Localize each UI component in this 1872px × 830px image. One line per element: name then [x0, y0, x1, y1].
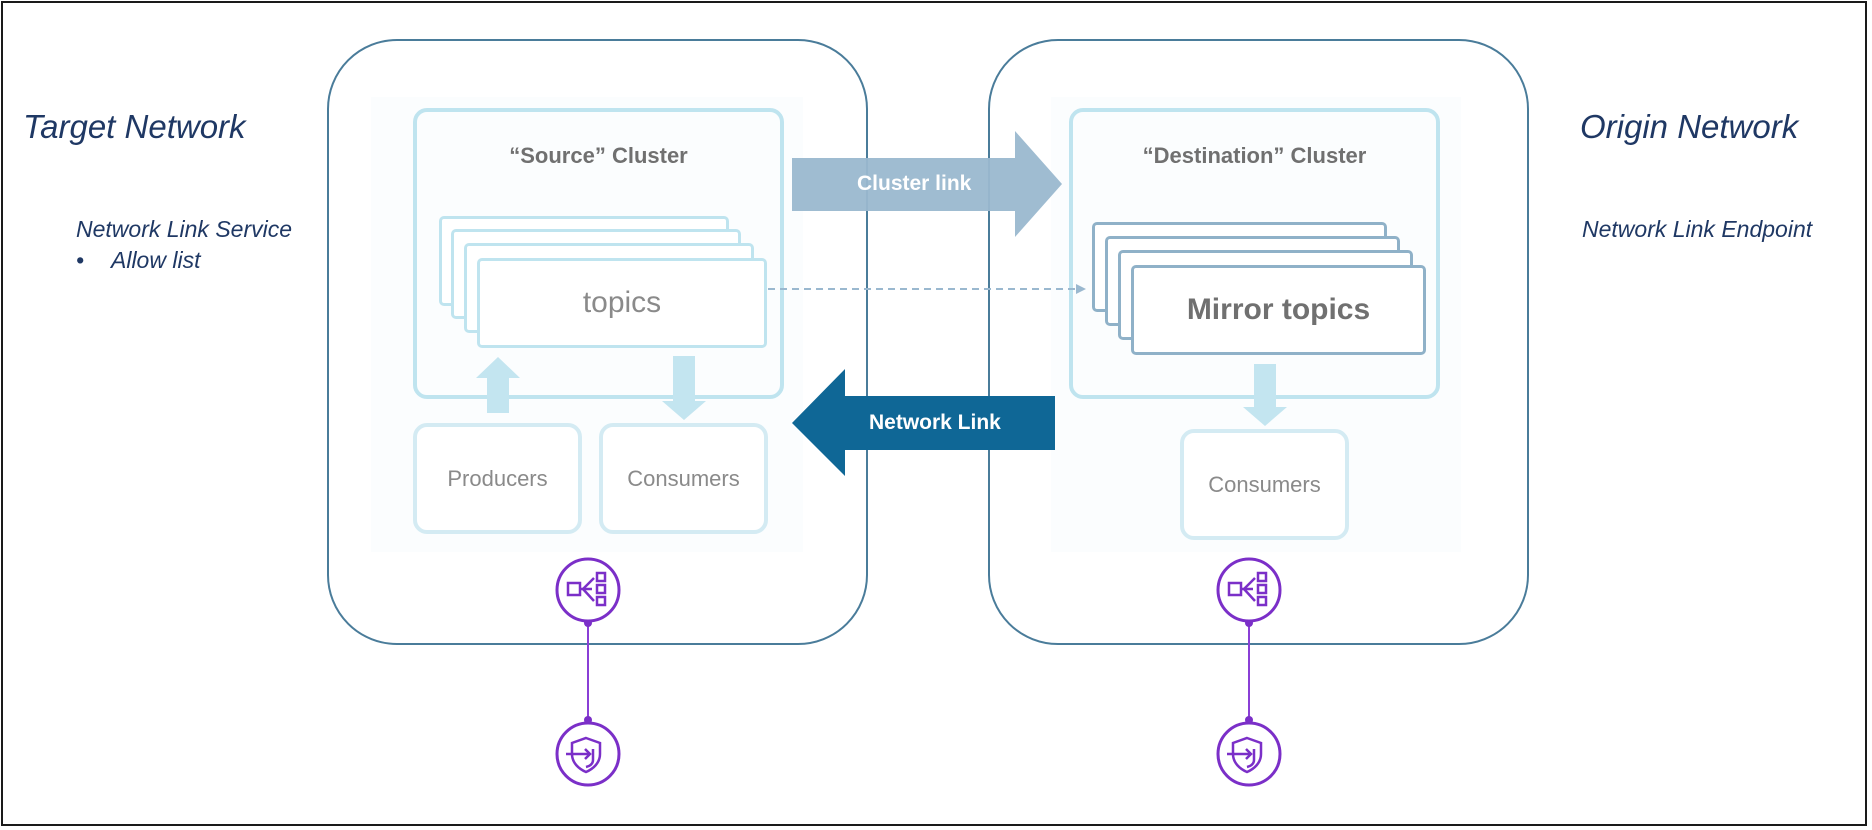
target-network-title: Target Network [23, 108, 246, 145]
load-balancer-icon [555, 557, 621, 623]
producers-up-arrow [476, 357, 520, 413]
origin-network-title: Origin Network [1580, 108, 1799, 145]
network-link-endpoint-label: Network Link Endpoint [1582, 216, 1813, 242]
producers-box: Producers [413, 423, 582, 534]
load-balancer-icon [1216, 557, 1282, 623]
source-consumers-box: Consumers [599, 423, 768, 534]
bullet-mark: • [76, 247, 85, 273]
cluster-link-label: Cluster link [857, 172, 972, 195]
source-cluster [413, 108, 784, 399]
network-link-service-label: Network Link Service [76, 216, 293, 242]
mirror-topics-card: Mirror topics [1131, 265, 1426, 355]
network-link-label: Network Link [869, 411, 1001, 434]
topics-card: topics [477, 258, 767, 348]
destination-consumers-box: Consumers [1180, 429, 1349, 540]
private-endpoint-icon [1216, 721, 1282, 787]
network-link-arrow [792, 369, 1055, 476]
replication-arrowhead [1076, 284, 1086, 294]
source-cluster-title: “Source” Cluster [509, 143, 688, 168]
destination-cluster-title: “Destination” Cluster [1142, 143, 1367, 168]
source-consumers-down-arrow [662, 356, 706, 420]
destination-consumers-down-arrow [1243, 364, 1287, 426]
allow-list-label: Allow list [111, 247, 201, 273]
cluster-link-arrow [792, 131, 1062, 237]
private-endpoint-icon [555, 721, 621, 787]
